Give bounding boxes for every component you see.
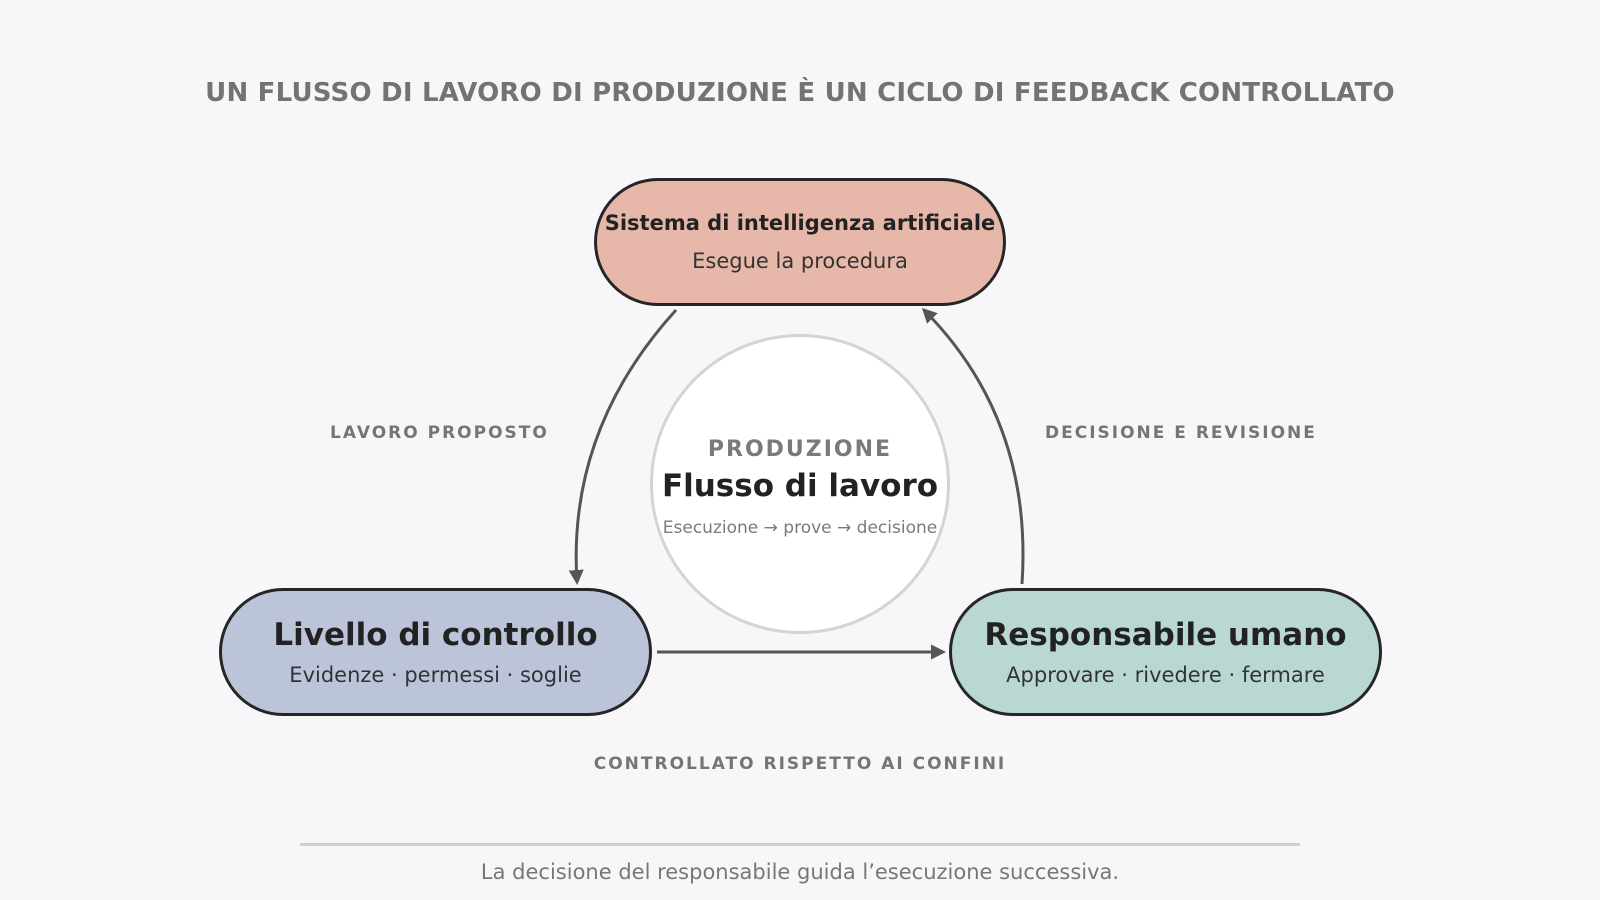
center-circle: PRODUZIONE Flusso di lavoro Esecuzione →…	[650, 334, 950, 634]
node-control-name: Livello di controllo	[273, 617, 598, 653]
footer-caption: La decisione del responsabile guida l’es…	[480, 860, 1120, 884]
arrow-human-to-ai	[921, 307, 1025, 585]
footer-divider	[300, 843, 1300, 846]
edge-label-boundary-check: CONTROLLATO RISPETTO AI CONFINI	[593, 754, 1007, 774]
node-human-owner: Responsabile umano Approvare · rivedere …	[949, 588, 1382, 716]
node-ai-name: Sistema di intelligenza artificiale	[604, 211, 996, 235]
diagram-title: UN FLUSSO DI LAVORO DI PRODUZIONE È UN C…	[205, 78, 1395, 108]
node-human-name: Responsabile umano	[984, 617, 1347, 653]
center-subtitle: Esecuzione → prove → decisione	[662, 517, 938, 538]
center-kicker: PRODUZIONE	[707, 436, 893, 462]
center-title: Flusso di lavoro	[661, 467, 939, 504]
arrow-ai-to-control	[568, 308, 678, 585]
node-control-layer: Livello di controllo Evidenze · permessi…	[219, 588, 652, 716]
edge-label-decision-review: DECISIONE E REVISIONE	[1045, 423, 1317, 443]
node-ai-desc: Esegue la procedura	[692, 249, 908, 273]
node-control-desc: Evidenze · permessi · soglie	[289, 663, 582, 687]
node-ai-system: Sistema di intelligenza artificiale Eseg…	[594, 178, 1006, 306]
edge-label-proposed-work: LAVORO PROPOSTO	[330, 423, 549, 443]
node-human-desc: Approvare · rivedere · fermare	[1006, 663, 1325, 687]
